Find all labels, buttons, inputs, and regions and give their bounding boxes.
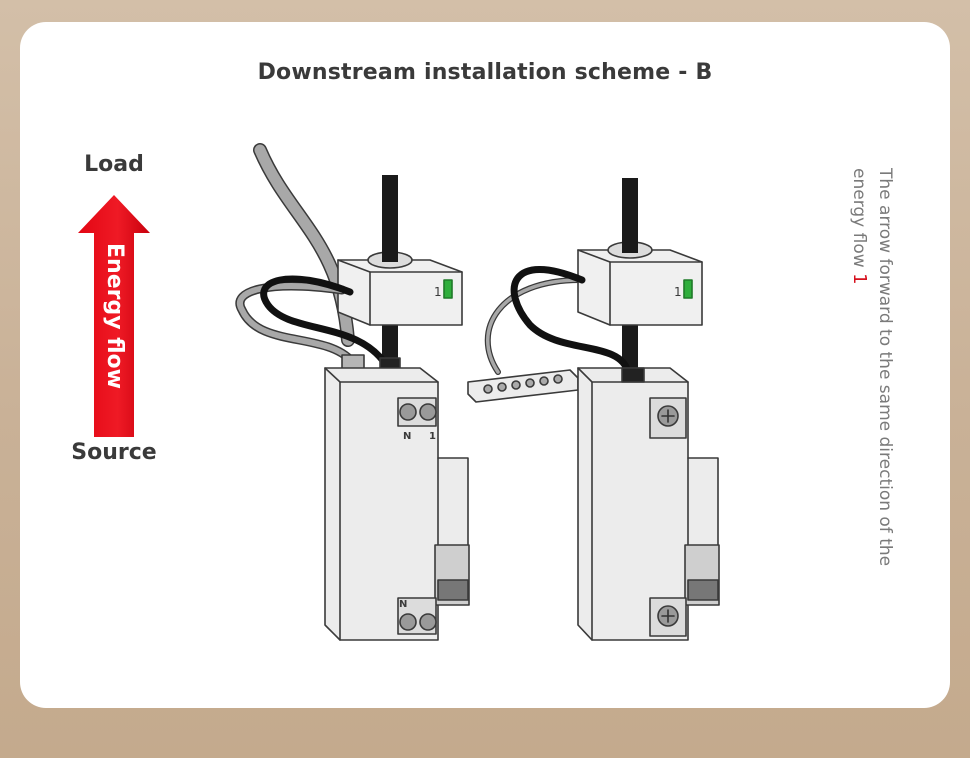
energy-flow-arrow [78, 195, 150, 437]
source-label: Source [71, 440, 157, 465]
content-card [20, 22, 950, 708]
installation-diagram: 1 N 1 N [235, 143, 720, 641]
left-bottom-terminal-n: N [399, 599, 407, 610]
svg-text:1: 1 [674, 285, 682, 299]
energy-flow-label: Energy flow [102, 243, 127, 389]
left-breaker-assembly: 1 N 1 N [235, 143, 470, 641]
terminal-block [467, 277, 583, 403]
direction-note-text: The arrow forward to the same direction … [849, 168, 895, 567]
left-top-terminal-1: 1 [429, 431, 436, 442]
direction-note: The arrow forward to the same direction … [846, 168, 898, 618]
right-breaker-assembly: 1 [510, 178, 720, 641]
left-top-terminal-n: N [403, 431, 411, 442]
svg-text:1: 1 [434, 285, 442, 299]
direction-note-number: 1 [849, 273, 870, 285]
page-title: Downstream installation scheme - B [257, 60, 713, 85]
load-label: Load [84, 152, 144, 177]
